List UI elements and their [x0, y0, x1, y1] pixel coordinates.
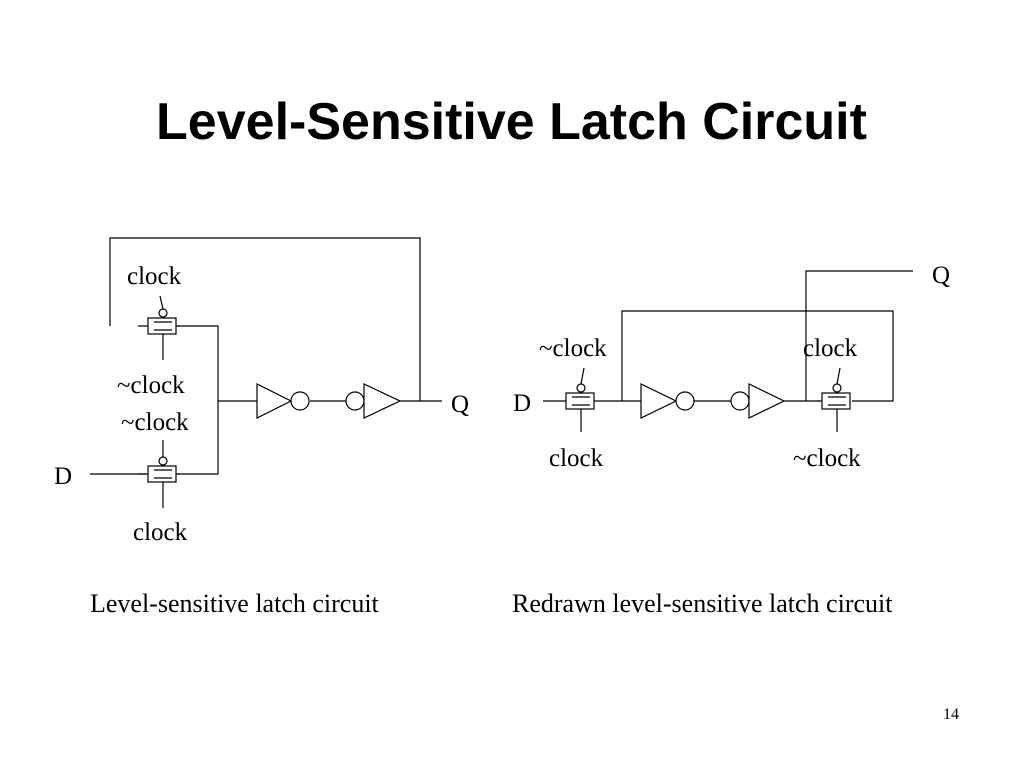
- right-output-wire: [805, 270, 913, 401]
- left-input-tg-output-wire: [178, 401, 219, 475]
- left-feedback-tg-bottom-label: ~clock: [117, 372, 185, 399]
- right-feedback-wire: [621, 310, 894, 402]
- left-input-transmission-gate: [138, 440, 180, 508]
- right-feedback-tg-top-label: clock: [803, 335, 858, 362]
- page-number: 14: [943, 706, 959, 723]
- left-inverter-2: [345, 383, 402, 419]
- left-output-label: Q: [451, 391, 469, 418]
- left-feedback-tg-output-wire: [178, 325, 219, 401]
- right-latch-circuit: ~clock clock clock ~clock: [513, 262, 950, 472]
- right-input-tg-bottom-label: clock: [549, 445, 604, 472]
- right-feedback-transmission-gate: [818, 367, 851, 432]
- left-input-tg-bottom-label: clock: [133, 519, 188, 546]
- left-feedback-transmission-gate: [138, 295, 180, 360]
- right-caption: Redrawn level-sensitive latch circuit: [512, 589, 893, 618]
- left-feedback-tg-top-label: clock: [127, 263, 182, 290]
- right-inverter-1: [640, 383, 695, 419]
- right-input-transmission-gate: [565, 367, 598, 432]
- left-feedback-wire: [109, 237, 421, 401]
- left-input-tg-top-label: ~clock: [121, 409, 189, 436]
- right-inverter-2: [730, 383, 786, 419]
- left-latch-circuit: clock ~clock ~clock clock: [54, 237, 469, 546]
- left-input-label: D: [54, 463, 72, 490]
- right-feedback-tg-bottom-label: ~clock: [793, 445, 861, 472]
- slide-title: Level-Sensitive Latch Circuit: [156, 93, 867, 151]
- right-input-label: D: [513, 390, 531, 417]
- left-inverter-1: [256, 383, 310, 419]
- left-caption: Level-sensitive latch circuit: [90, 589, 380, 618]
- right-input-tg-top-label: ~clock: [539, 335, 607, 362]
- right-output-label: Q: [932, 262, 950, 289]
